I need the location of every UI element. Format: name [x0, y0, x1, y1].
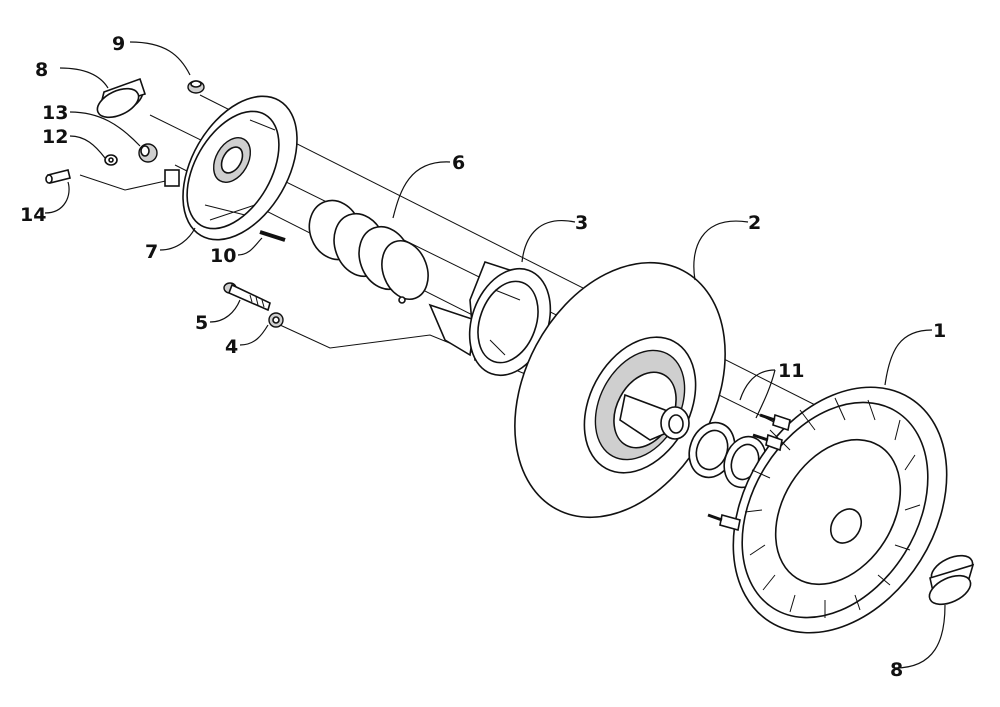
- callout-1: 1: [933, 320, 946, 342]
- roller: [138, 143, 158, 163]
- roll-pin: [259, 230, 286, 242]
- callout-10: 10: [210, 245, 236, 267]
- callout-3: 3: [575, 212, 588, 234]
- callout-8-top: 8: [35, 59, 48, 81]
- callout-5: 5: [195, 312, 208, 334]
- callout-4: 4: [225, 336, 238, 358]
- callout-6: 6: [452, 152, 465, 174]
- fixed-sheave: [707, 386, 948, 634]
- callout-8-bottom: 8: [890, 659, 903, 681]
- spider-cover-plate: [164, 95, 298, 241]
- nut-lock: [268, 312, 284, 328]
- cam-housing: [428, 261, 552, 377]
- bushing-bottom: [928, 554, 975, 606]
- callout-13: 13: [42, 102, 68, 124]
- callout-labels: 1 2 3 4 5 6 7 8 8 9 10 11 12 13 14: [20, 33, 946, 681]
- callout-14: 14: [20, 204, 46, 226]
- callout-11: 11: [778, 360, 804, 382]
- callout-2: 2: [748, 212, 761, 234]
- washer: [104, 154, 118, 166]
- spring: [308, 199, 429, 304]
- bolt: [223, 282, 271, 312]
- pin: [45, 169, 71, 184]
- leader-lines: [44, 41, 946, 669]
- movable-sheave: [514, 261, 726, 519]
- nut-small: [187, 80, 205, 94]
- callout-9: 9: [112, 33, 125, 55]
- bushing-top: [96, 77, 147, 119]
- callout-7: 7: [145, 241, 158, 263]
- callout-12: 12: [42, 126, 68, 148]
